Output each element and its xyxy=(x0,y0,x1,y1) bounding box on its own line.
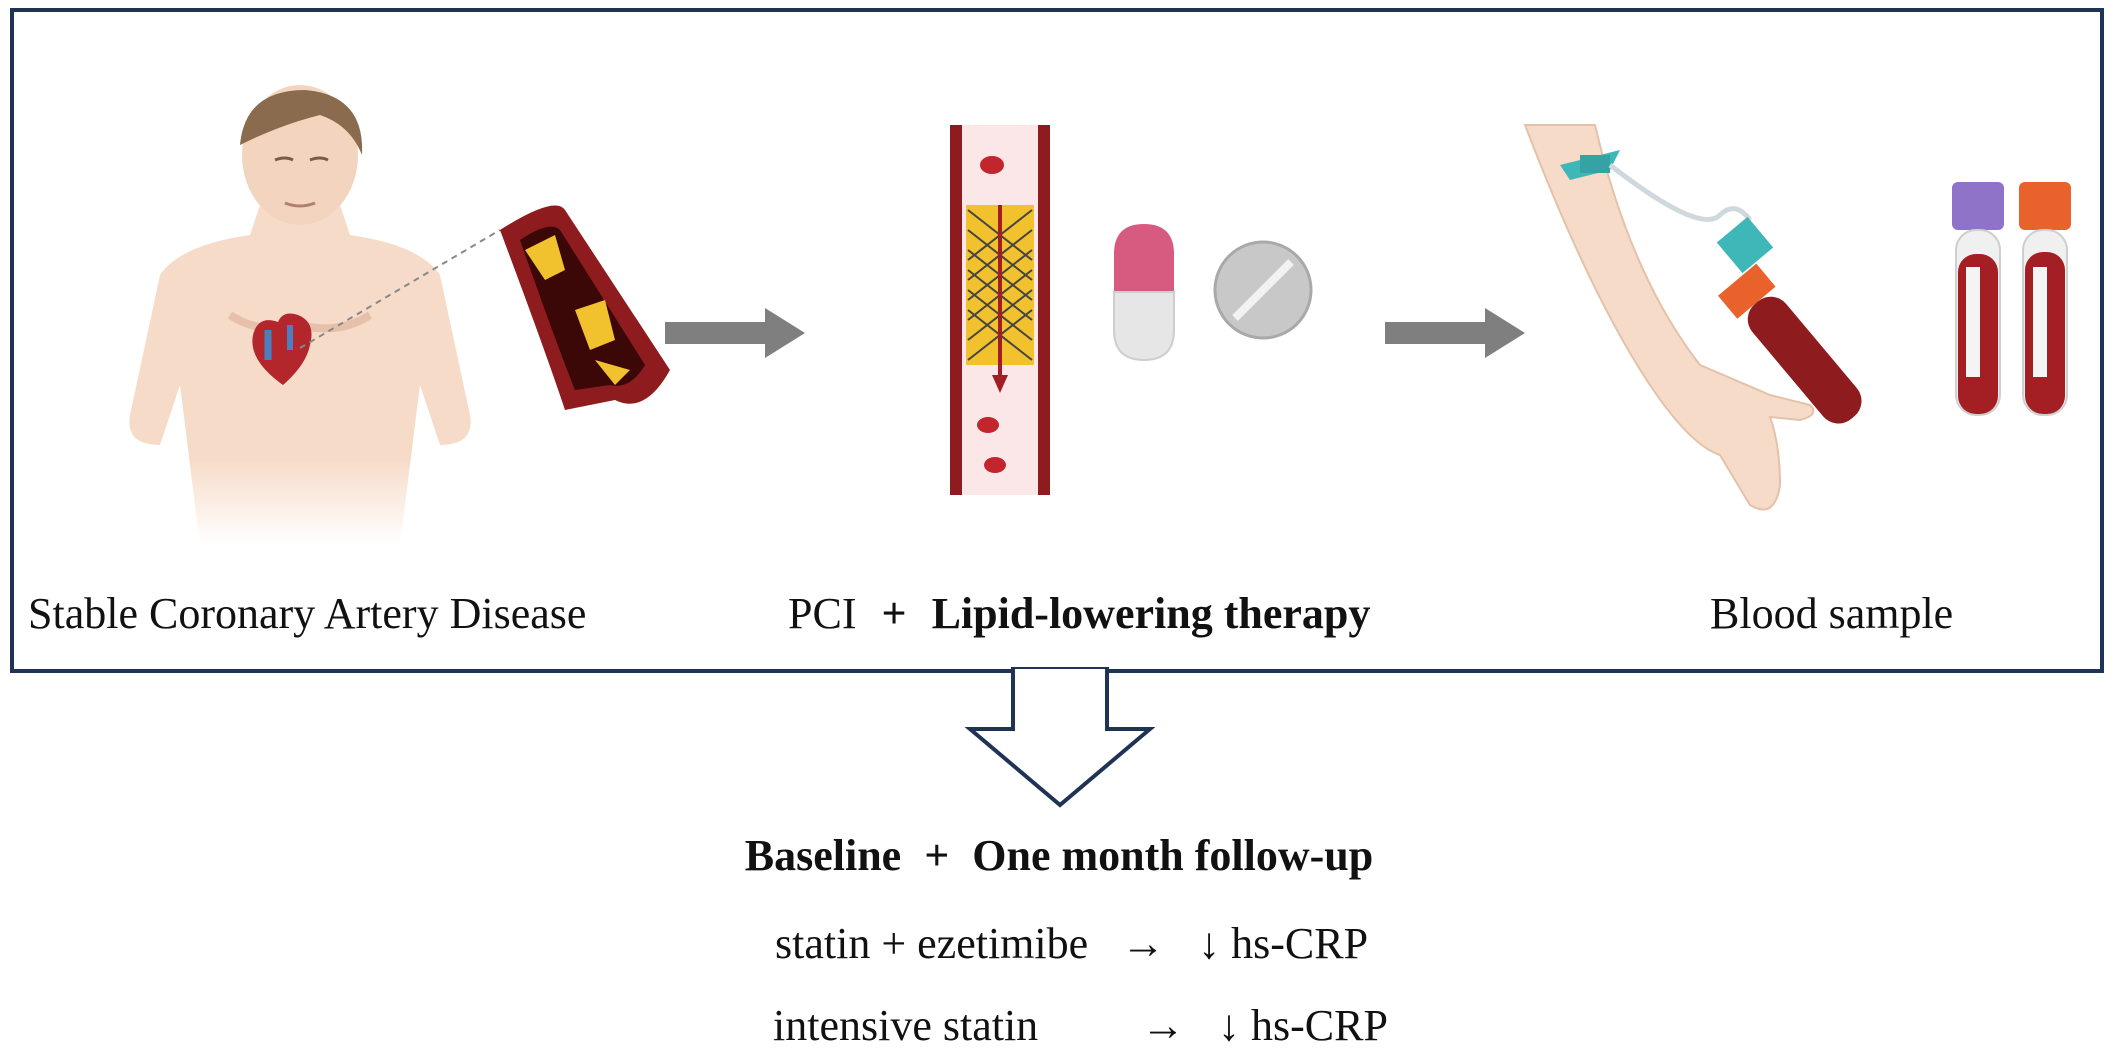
flow-arrow-2 xyxy=(1385,308,1525,358)
flow-arrow-1 xyxy=(665,308,805,358)
heading-plus: + xyxy=(924,831,950,880)
one-month-label: One month follow-up xyxy=(972,831,1374,880)
step3-label: Blood sample xyxy=(1710,589,1954,638)
down-arrow-icon: ↓ xyxy=(1218,1001,1240,1050)
stent-artery-icon xyxy=(950,125,1050,495)
plus-sign: + xyxy=(881,589,907,638)
result-row-1: statin + ezetimibe → ↓ hs-CRP xyxy=(775,918,1368,969)
regimen-label: intensive statin xyxy=(773,1001,1039,1050)
pci-label: PCI xyxy=(788,589,857,638)
step2-label: PCI + Lipid-lowering therapy xyxy=(788,588,1370,639)
purple-cap-tube-icon xyxy=(1952,182,2004,416)
blood-draw-arm-icon xyxy=(1523,124,1862,511)
down-outline-arrow xyxy=(964,667,1156,808)
heart-icon xyxy=(252,313,312,385)
right-arrow-icon: → xyxy=(1141,1001,1185,1050)
step1-label: Stable Coronary Artery Disease xyxy=(28,589,587,638)
plaque-artery-icon xyxy=(500,205,670,410)
result-label: hs-CRP xyxy=(1251,1001,1388,1050)
capsule-icon xyxy=(1113,224,1175,362)
right-arrow-icon: → xyxy=(1121,919,1166,968)
tablet-icon xyxy=(1213,240,1313,340)
orange-cap-tube-icon xyxy=(2019,182,2071,416)
down-arrow-icon: ↓ xyxy=(1198,919,1221,968)
result-row-2: intensive statin → ↓ hs-CRP xyxy=(773,1000,1388,1051)
result-label: hs-CRP xyxy=(1231,919,1369,968)
baseline-label: Baseline xyxy=(744,831,902,880)
regimen-label: statin + ezetimibe xyxy=(775,919,1089,968)
lipid-therapy-label: Lipid-lowering therapy xyxy=(931,589,1371,638)
pointer-line xyxy=(299,229,501,349)
follow-up-heading: Baseline + One month follow-up xyxy=(0,830,2118,881)
patient-figure xyxy=(129,85,471,545)
